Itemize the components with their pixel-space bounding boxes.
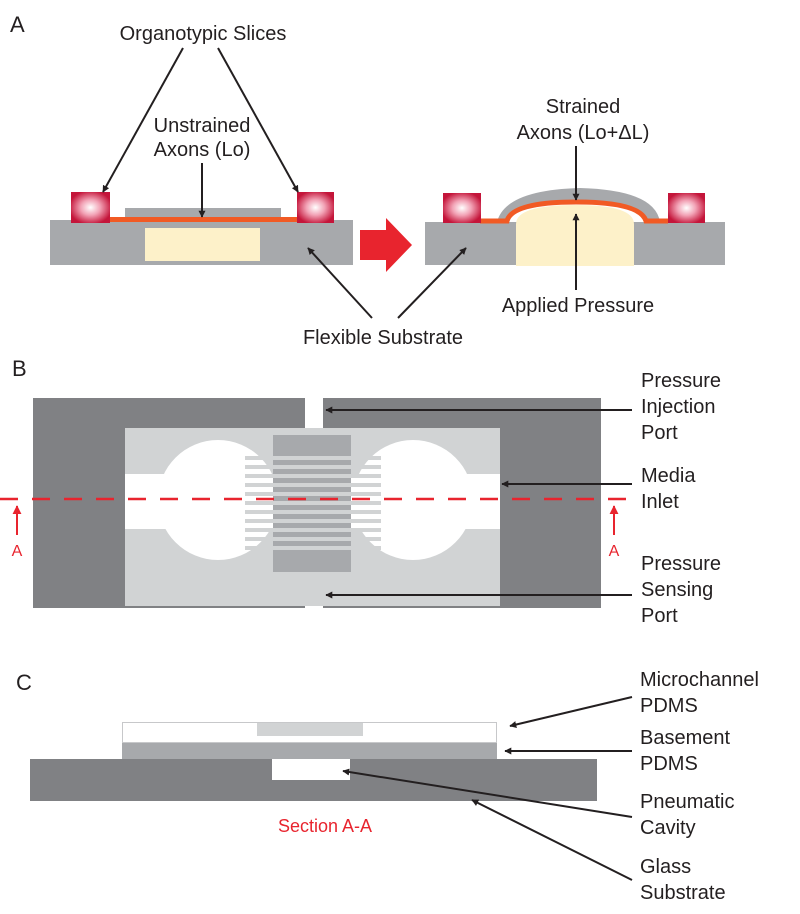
organotypic-slices-label: Organotypic Slices — [120, 23, 287, 45]
microchannel — [245, 465, 381, 469]
sensing-port-line3: Port — [641, 605, 678, 627]
flexible-substrate-label: Flexible Substrate — [303, 327, 463, 349]
arrow-slices-to-left — [102, 47, 184, 193]
microchannel — [245, 546, 381, 550]
deformed-pdms-right — [497, 188, 660, 222]
organotypic-slice-right-2 — [668, 193, 705, 223]
strained-axons-line1: Strained — [546, 96, 621, 118]
basement-pdms-line2: PDMS — [640, 753, 698, 775]
microchannel — [245, 483, 381, 487]
microchannel-cutout — [257, 723, 363, 736]
transition-arrow — [360, 218, 412, 272]
pneumatic-cavity-line2: Cavity — [640, 817, 696, 839]
microchannel-pdms-line1: Microchannel — [640, 669, 759, 691]
arrow-substrate-left — [307, 247, 373, 319]
microchannel — [245, 519, 381, 523]
panel-a-label: A — [10, 12, 25, 37]
panel-b-arrows — [325, 406, 632, 599]
applied-pressure-label: Applied Pressure — [502, 295, 654, 317]
microchannel — [245, 537, 381, 541]
arrow-pneumatic-cavity — [342, 768, 633, 818]
glass-substrate-line1: Glass — [640, 856, 691, 878]
panel-c-arrows — [342, 696, 633, 881]
injection-port-line2: Injection — [641, 396, 716, 418]
right-well — [353, 440, 473, 560]
microchannel-array — [245, 456, 381, 550]
section-marker-left-label: A — [12, 543, 23, 560]
injection-port-line3: Port — [641, 422, 678, 444]
basement-pdms-line1: Basement — [640, 727, 730, 749]
panel-a-arrows — [102, 47, 580, 319]
microchannel-pdms-line2: PDMS — [640, 695, 698, 717]
arrow-glass-substrate — [471, 799, 633, 881]
section-caption: Section A-A — [278, 816, 372, 836]
strained-axons-line2: Axons (Lo+ΔL) — [517, 122, 650, 144]
microchannel — [245, 456, 381, 460]
media-inlet-line2: Inlet — [641, 491, 679, 513]
glass-substrate-line2: Substrate — [640, 882, 726, 904]
strained-axon-layer — [480, 199, 668, 224]
microchannel — [245, 492, 381, 496]
arrow-slices-to-right — [217, 47, 299, 193]
organotypic-slice-left-2 — [297, 192, 334, 223]
top-view-device — [33, 398, 601, 608]
microchannel — [245, 528, 381, 532]
injection-port-line1: Pressure — [641, 370, 721, 392]
pneumatic-cavity-line1: Pneumatic — [640, 791, 735, 813]
panel-b-label: B — [12, 356, 27, 381]
microchannel — [245, 501, 381, 505]
media-inlet-line1: Media — [641, 465, 696, 487]
unstrained-axons-line1: Unstrained — [154, 115, 251, 137]
arrow-substrate-right — [397, 247, 467, 319]
microchannel — [245, 510, 381, 514]
microchannel — [245, 474, 381, 478]
organotypic-slice-left-1 — [71, 192, 110, 223]
unstrained-axons-line2: Axons (Lo) — [154, 139, 251, 161]
cross-section — [30, 722, 597, 801]
axon-layer-left — [110, 217, 300, 222]
sensing-port-line2: Sensing — [641, 579, 713, 601]
arrow-microchannel-pdms — [509, 696, 633, 728]
pressure-cavity-left — [145, 228, 260, 261]
organotypic-slice-right-1 — [443, 193, 481, 223]
pneumatic-cavity — [272, 759, 350, 780]
section-marker-right-label: A — [609, 543, 620, 560]
basement-pdms — [122, 743, 497, 759]
sensing-port-line1: Pressure — [641, 553, 721, 575]
panel-c-label: C — [16, 670, 32, 695]
